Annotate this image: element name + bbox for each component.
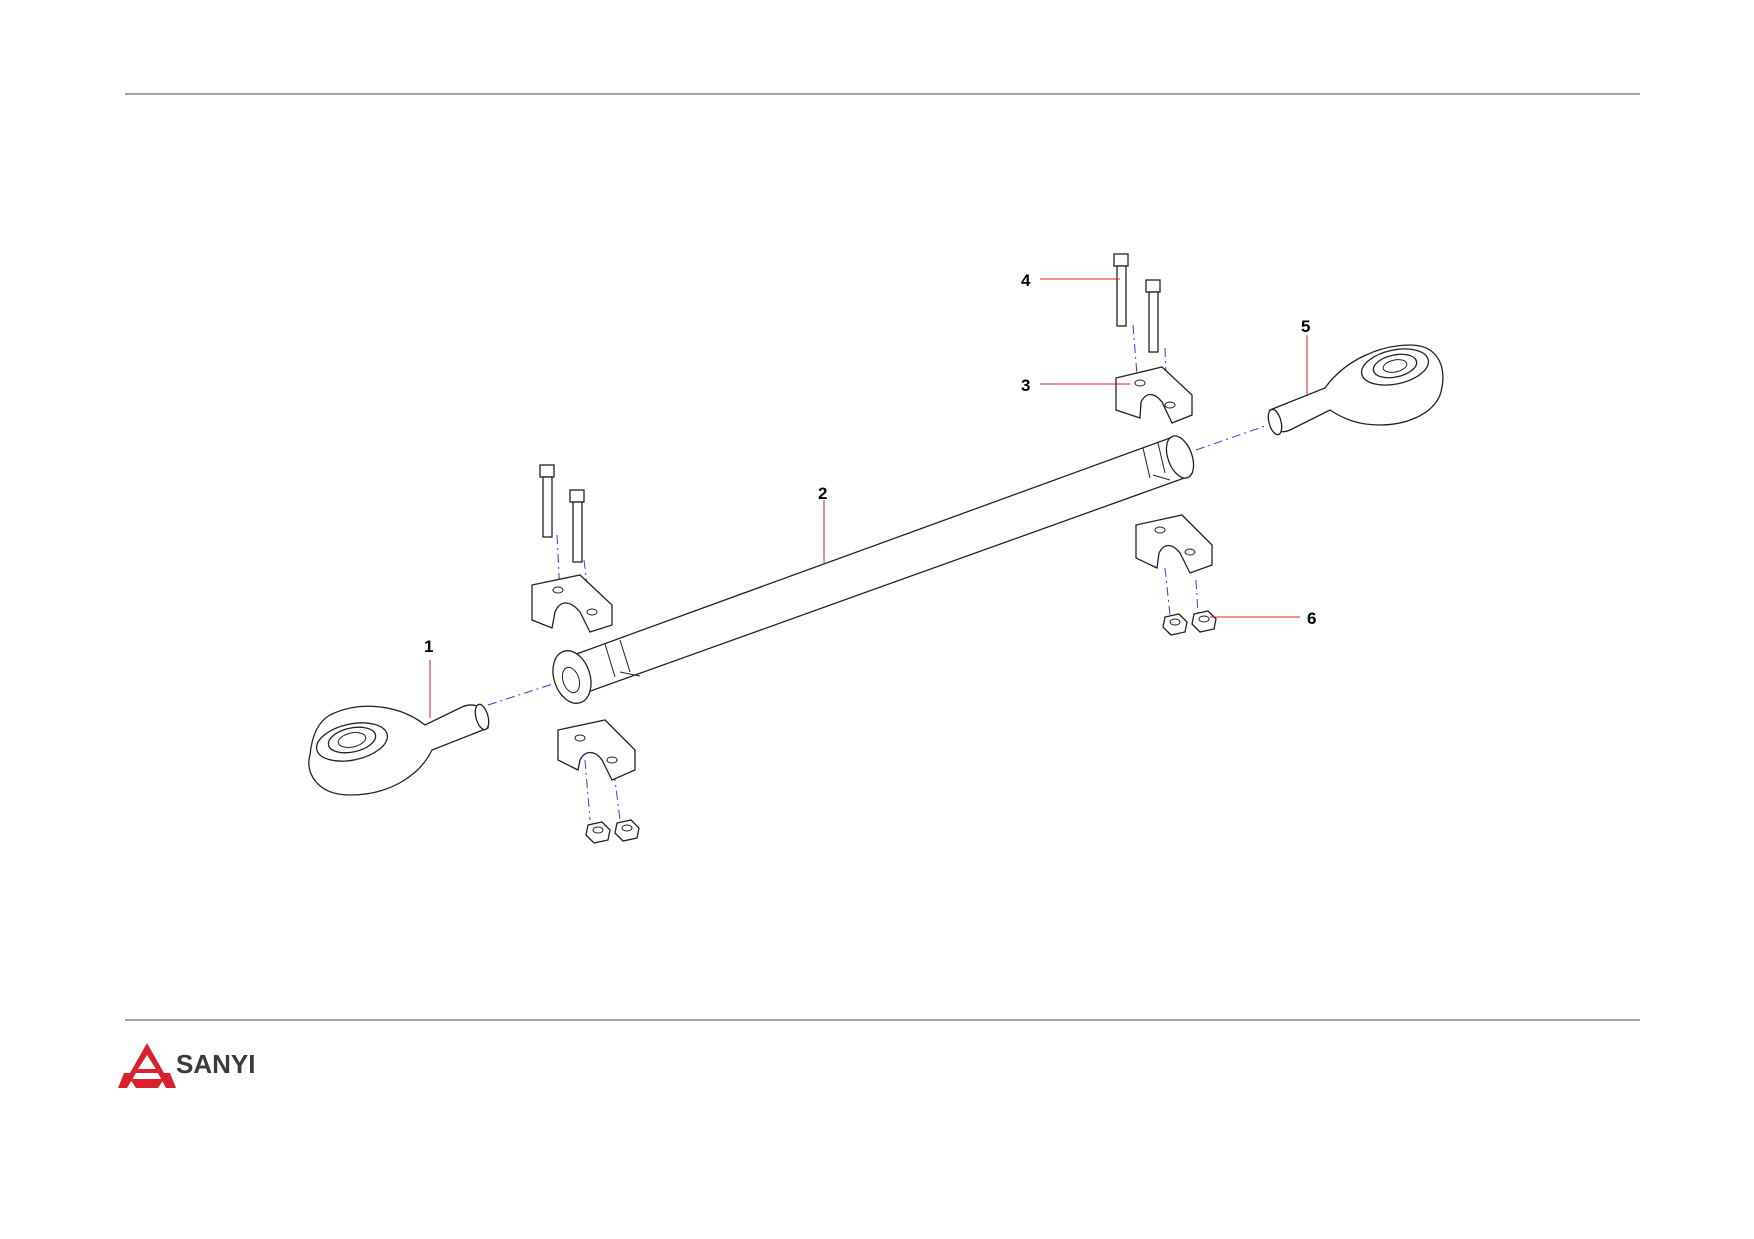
axis-right [1195,424,1269,451]
bolts-left [539,464,585,563]
callout-3: 3 [1021,376,1030,395]
axis-bolt-right-1 [1132,324,1138,376]
callout-2: 2 [818,484,827,503]
callout-6: 6 [1307,609,1316,628]
sanyi-logo: SANYI [118,1043,255,1088]
callout-4: 4 [1021,271,1031,290]
brand-name: SANYI [176,1049,255,1079]
axis-nut-right-1 [1164,567,1171,616]
clamp-upper-right [1115,366,1193,424]
rod-end-right [1267,344,1444,436]
clamp-lower-right [1135,514,1213,574]
sanyi-logo-icon [118,1043,176,1088]
axis-nut-left-1 [584,759,591,821]
axis-nut-right-2 [1195,579,1199,616]
rod-end-left [308,703,490,796]
clamp-lower-left [557,719,636,781]
axis-nut-left-2 [613,771,621,821]
clamp-upper-left [531,574,613,633]
axis-left [487,679,566,706]
nuts-left [585,819,640,844]
callout-1: 1 [424,637,433,656]
nuts-right [1162,610,1217,636]
bolts-right [1113,253,1161,353]
callout-5: 5 [1301,317,1310,336]
tube [552,435,1195,704]
